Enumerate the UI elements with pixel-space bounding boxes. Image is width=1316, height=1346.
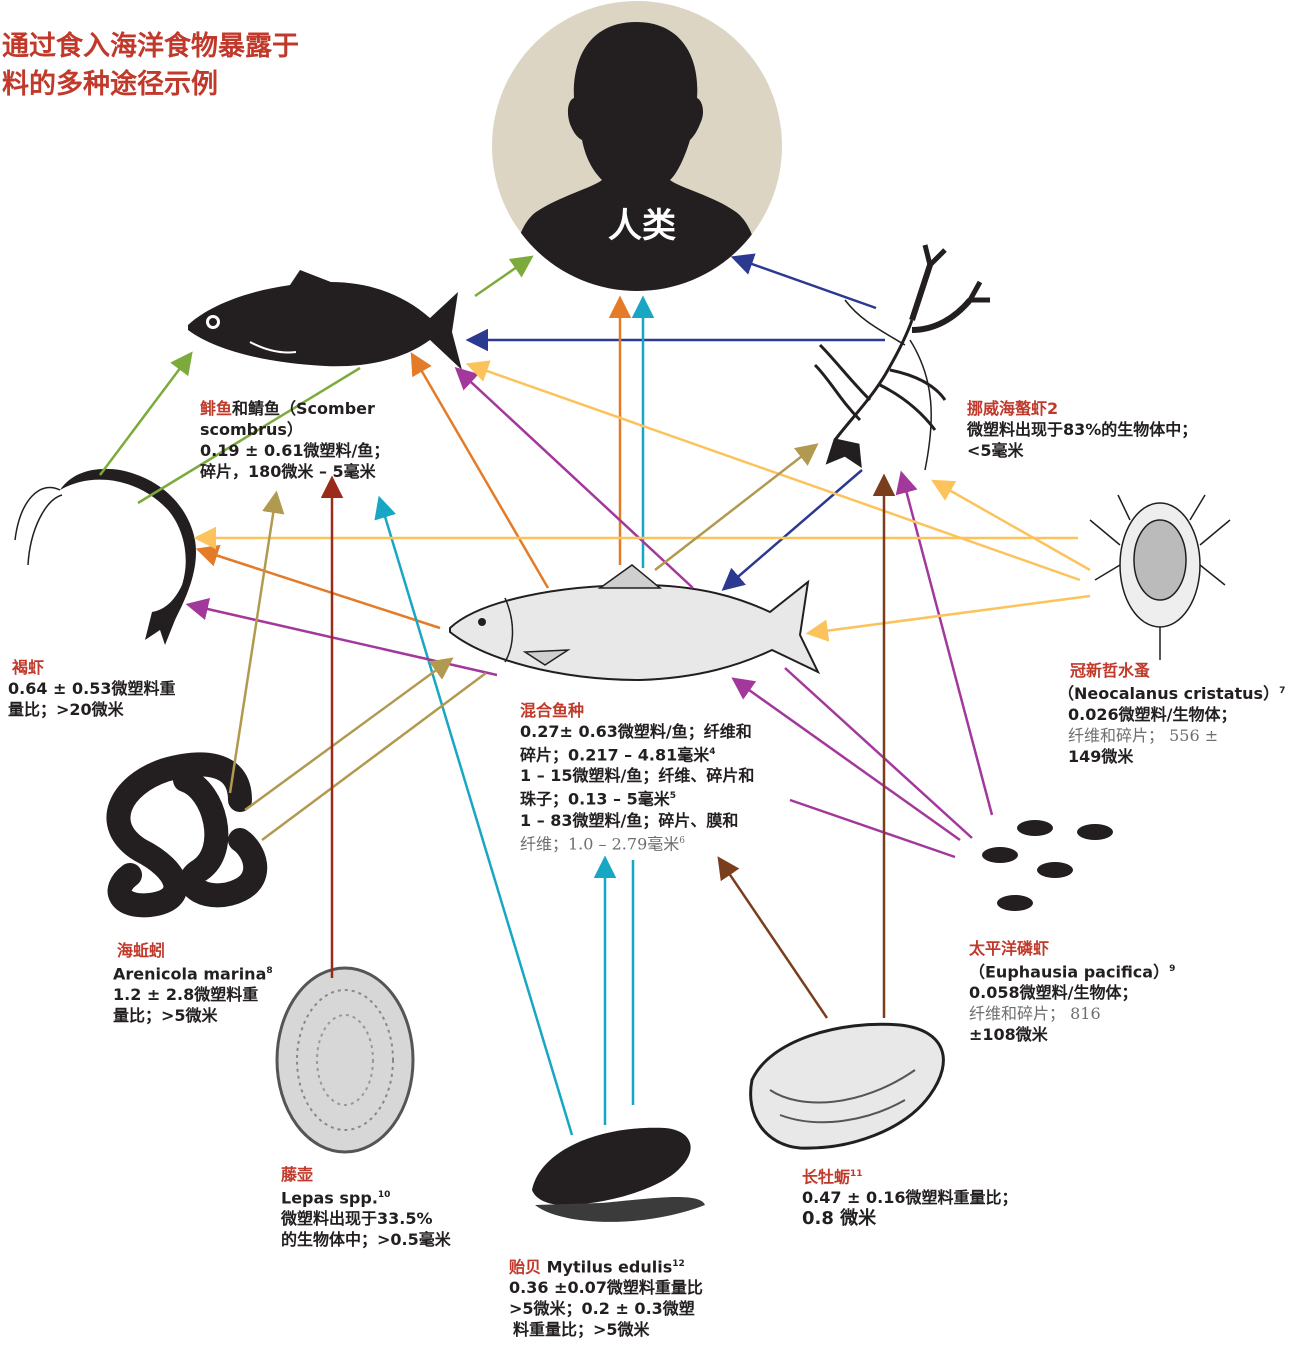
mussel-line3: 料重量比；>5微米: [513, 1320, 650, 1340]
oyster-line1: 0.47 ± 0.16微塑料重量比；: [802, 1188, 1018, 1208]
copepod-line3: 纤维和碎片； 556 ±: [1068, 726, 1219, 746]
lobster-line1: 微塑料出现于83%的生物体中；: [967, 420, 1198, 439]
shrimp-name: 褐虾: [12, 658, 45, 677]
krill-illustration-icon: [982, 820, 1113, 911]
mussel-line2: >5微米；0.2 ± 0.3微塑: [509, 1299, 695, 1319]
shrimp-illustration-icon: [14, 468, 196, 645]
mixed-fish-label: 混合鱼种 0.27± 0.63微塑料/鱼；纤维和 碎片；0.217 – 4.81…: [520, 700, 810, 854]
copepod-line1: （Neocalanus cristatus）: [1058, 684, 1280, 704]
mixed-fish-line6: 纤维；1.0 – 2.79毫米: [520, 833, 680, 853]
arrow-yellow: [193, 360, 1091, 642]
barnacle-illustration-icon: [275, 966, 415, 1154]
lugworm-label: 海蚯蚓 Arenicola marina8 1.2 ± 2.8微塑料重 量比；>…: [113, 940, 303, 1026]
lugworm-illustration-icon: [106, 752, 268, 918]
arrow-purple: [185, 366, 994, 859]
arrow-brown: [717, 473, 896, 1019]
copepod-line4: 149微米: [1068, 747, 1134, 767]
krill-ref: 9: [1169, 964, 1176, 974]
krill-line2: 0.058微塑料/生物体；: [969, 983, 1138, 1003]
copepod-name: 冠新哲水蚤: [1070, 661, 1151, 680]
krill-label: 太平洋磷虾 （Euphausia pacifica）9 0.058微塑料/生物体…: [969, 938, 1209, 1045]
mixed-fish-ref4: 4: [709, 747, 716, 757]
herring-line1: 0.19 ± 0.61微塑料/鱼；: [200, 441, 390, 460]
arrow-olive: [228, 443, 819, 842]
mixed-fish-line3: 1 – 15微塑料/鱼；纤维、碎片和: [520, 766, 755, 786]
mussel-latin: Mytilus edulis: [546, 1257, 673, 1277]
mixed-fish-line2: 碎片；0.217 – 4.81毫米: [520, 745, 710, 765]
barnacle-ref: 10: [377, 1190, 391, 1200]
mixed-fish-ref6: 6: [679, 835, 685, 846]
copepod-ref: 7: [1279, 686, 1286, 696]
krill-line1: （Euphausia pacifica）: [969, 962, 1170, 982]
mussel-illustration-icon: [532, 1127, 705, 1222]
oyster-label: 长牡蛎11 0.47 ± 0.16微塑料重量比； 0.8 微米: [802, 1164, 1052, 1229]
barnacle-name: 藤壶: [281, 1165, 314, 1184]
herring-line2: 碎片，180微米 – 5毫米: [200, 462, 376, 481]
page-title: 通过食入海洋食物暴露于 料的多种途径示例: [2, 31, 299, 100]
herring-illustration-icon: [188, 270, 462, 370]
lobster-line2: <5毫米: [967, 441, 1024, 460]
barnacle-line2: 微塑料出现于33.5%: [281, 1209, 433, 1229]
salmon-illustration-icon: [449, 564, 821, 682]
krill-line3: 纤维和碎片； 816: [969, 1004, 1101, 1024]
copepod-line2: 0.026微塑料/生物体；: [1068, 705, 1237, 725]
oyster-illustration-icon: [749, 1022, 945, 1150]
barnacle-line3: 的生物体中；>0.5毫米: [281, 1230, 451, 1250]
mixed-fish-ref5: 5: [669, 791, 677, 802]
shrimp-label: 褐虾 0.64 ± 0.53微塑料重 量比；>20微米: [8, 657, 208, 720]
lugworm-line2: 1.2 ± 2.8微塑料重: [113, 985, 259, 1005]
lobster-label: 挪威海螯虾2 微塑料出现于83%的生物体中； <5毫米: [967, 398, 1257, 461]
barnacle-line1: Lepas spp.: [281, 1188, 378, 1208]
lugworm-line1: Arenicola marina: [113, 964, 267, 984]
lobster-name: 挪威海螯虾2: [967, 399, 1059, 418]
oyster-line2: 0.8 微米: [802, 1208, 877, 1230]
arrow-navy: [465, 253, 885, 591]
mussel-line1: 0.36 ±0.07微塑料重量比: [509, 1278, 703, 1298]
mussel-label: 贻贝 Mytilus edulis12 0.36 ±0.07微塑料重量比 >5微…: [509, 1254, 739, 1340]
shrimp-line2: 量比；>20微米: [8, 700, 124, 719]
shrimp-line1: 0.64 ± 0.53微塑料重: [8, 679, 176, 698]
krill-line4: ±108微米: [969, 1025, 1048, 1045]
arrow-cyan: [374, 295, 655, 1136]
mussel-name: 贻贝: [509, 1257, 542, 1277]
oyster-name: 长牡蛎: [802, 1167, 851, 1187]
arrow-green: [99, 255, 534, 505]
lobster-illustration-icon: [813, 244, 990, 471]
copepod-label: 冠新哲水蚤 （Neocalanus cristatus）7 0.026微塑料/生…: [1058, 660, 1308, 767]
human-circle: [492, 1, 782, 291]
lugworm-line3: 量比；>5微米: [113, 1006, 218, 1026]
oyster-ref: 11: [850, 1169, 863, 1179]
krill-name: 太平洋磷虾: [969, 939, 1050, 958]
mixed-fish-name: 混合鱼种: [520, 701, 585, 720]
human-label: 人类: [608, 206, 676, 246]
mixed-fish-line4: 珠子；0.13 – 5毫米: [520, 789, 670, 809]
mussel-ref: 12: [672, 1259, 685, 1269]
herring-name: 鲱鱼: [200, 399, 233, 418]
mixed-fish-line5: 1 – 83微塑料/鱼；碎片、膜和: [520, 810, 739, 830]
barnacle-label: 藤壶 Lepas spp.10 微塑料出现于33.5% 的生物体中；>0.5毫米: [281, 1164, 481, 1250]
herring-label: 鲱鱼和鲭鱼（Scomber scombrus） 0.19 ± 0.61微塑料/鱼…: [200, 398, 410, 482]
lugworm-ref: 8: [266, 966, 273, 976]
human-silhouette-icon: [510, 22, 764, 291]
mixed-fish-line1: 0.27± 0.63微塑料/鱼；纤维和: [520, 722, 752, 741]
herring-name-rest: 和鲭鱼（Scomber scombrus）: [200, 399, 375, 439]
copepod-illustration-icon: [1089, 494, 1231, 660]
lugworm-name: 海蚯蚓: [117, 941, 166, 960]
